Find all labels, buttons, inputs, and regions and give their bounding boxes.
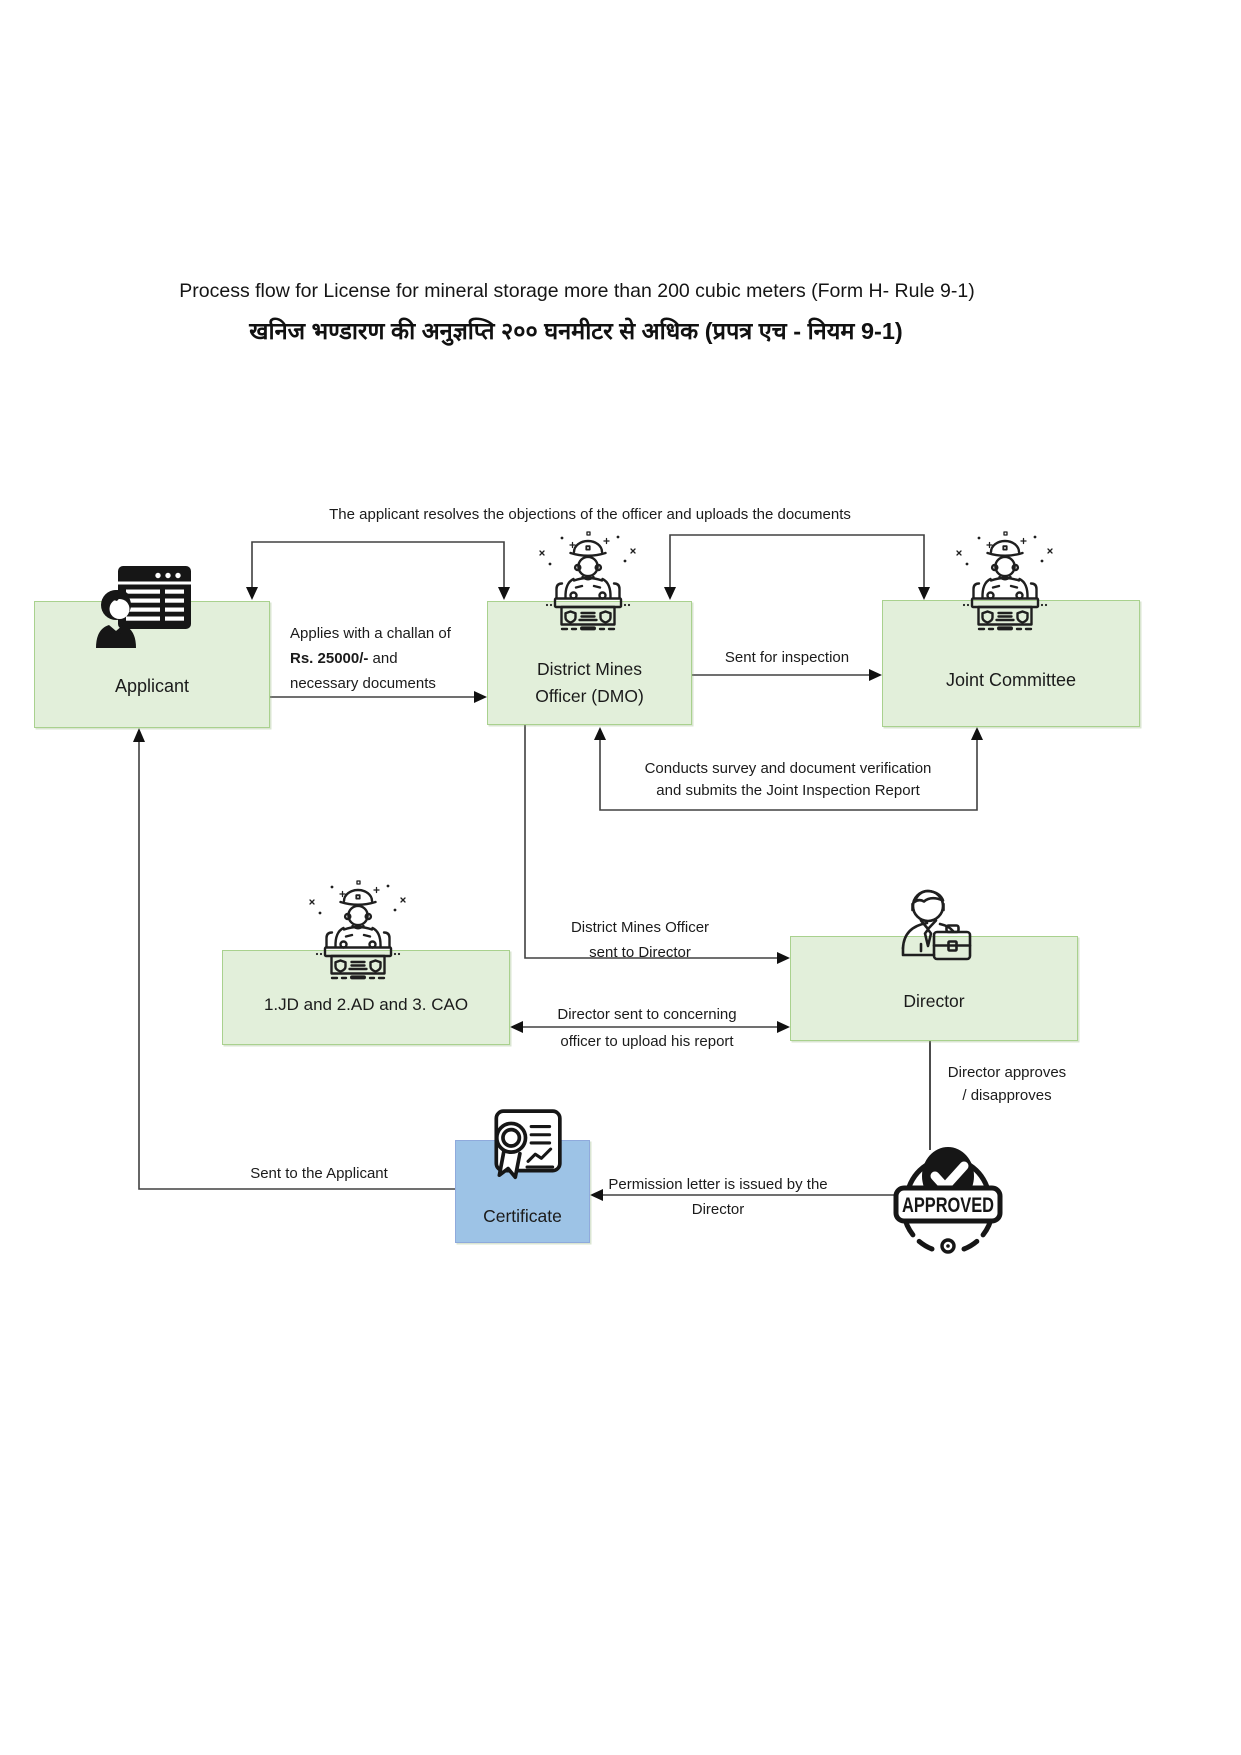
- officer-at-desk-icon: [308, 879, 407, 980]
- label-applies-prefix: Applies with a challan of: [290, 625, 451, 642]
- page-title: Process flow for License for mineral sto…: [179, 280, 975, 302]
- edge-dmo-to-director: [524, 725, 790, 964]
- connector-resolve-to-joint-committee: [664, 534, 930, 600]
- label-sent-to-applicant: Sent to the Applicant: [250, 1165, 388, 1182]
- edge-certificate-to-applicant: [133, 728, 455, 1190]
- label-director-concerning-line1: Director sent to concerning: [557, 1006, 737, 1023]
- node-certificate-label: Certificate: [483, 1205, 562, 1226]
- edge-joint-inspection-report: [594, 727, 983, 811]
- label-applies-suffix: and necessary documents: [290, 650, 436, 692]
- label-conducts-survey: Conducts survey and document verificatio…: [645, 758, 932, 802]
- node-applicant-label: Applicant: [114, 676, 190, 697]
- label-director-concerning-line2: officer to upload his report: [560, 1033, 734, 1050]
- label-dmo-sent-to-director: District Mines Officer sent to Director: [571, 915, 709, 965]
- node-joint-committee-label: Joint Committee: [945, 669, 1077, 690]
- label-approves-line2: / disapproves: [962, 1087, 1052, 1104]
- label-applies-amount: Rs. 25000/-: [290, 650, 369, 667]
- approved-stamp-icon: APPROVED: [893, 1147, 1003, 1254]
- label-sent-for-inspection: Sent for inspection: [724, 649, 850, 666]
- label-approves-line1: Director approves: [947, 1064, 1067, 1081]
- label-permission-line1: Permission letter is issued by the: [608, 1176, 828, 1193]
- edge-jd-director-bidirectional: [510, 1021, 790, 1033]
- page-title-hindi: खनिज भण्डारण की अनुज्ञप्ति २०० घनमीटर से…: [249, 318, 903, 344]
- label-dmo-director-line2: sent to Director: [589, 944, 691, 961]
- edge-stamp-to-certificate: [590, 1189, 895, 1201]
- label-resolve-objections: The applicant resolves the objections of…: [329, 506, 851, 523]
- node-district-mines-officer: District Mines Officer (DMO): [487, 601, 692, 725]
- label-permission-line2: Director: [691, 1201, 745, 1218]
- label-conducts-line1: Conducts survey and document verificatio…: [644, 760, 932, 777]
- officer-at-desk-icon: [538, 530, 637, 631]
- label-director-approves: Director approves / disapproves: [948, 1061, 1066, 1107]
- label-conducts-line2: and submits the Joint Inspection Report: [656, 782, 920, 799]
- person-profile-document-icon: [96, 566, 191, 648]
- certificate-ribbon-icon: [494, 1109, 562, 1180]
- edge-applicant-to-dmo: [270, 691, 487, 703]
- officer-at-desk-icon: [955, 530, 1054, 631]
- node-dmo-label: District Mines Officer (DMO): [535, 658, 644, 706]
- node-jd-ad-cao-label: 1.JD and 2.AD and 3. CAO: [263, 995, 469, 1015]
- approved-stamp-text: APPROVED: [902, 1194, 994, 1217]
- label-dmo-director-line1: District Mines Officer: [570, 919, 710, 936]
- node-jd-ad-cao: 1.JD and 2.AD and 3. CAO: [222, 950, 510, 1045]
- node-director-label: Director: [903, 990, 965, 1011]
- label-applies-challan: Applies with a challan of Rs. 25000/- an…: [290, 621, 466, 696]
- edge-dmo-to-joint-committee: [692, 669, 882, 681]
- connector-resolve-to-dmo: [246, 541, 510, 600]
- businessman-briefcase-icon: [901, 889, 972, 961]
